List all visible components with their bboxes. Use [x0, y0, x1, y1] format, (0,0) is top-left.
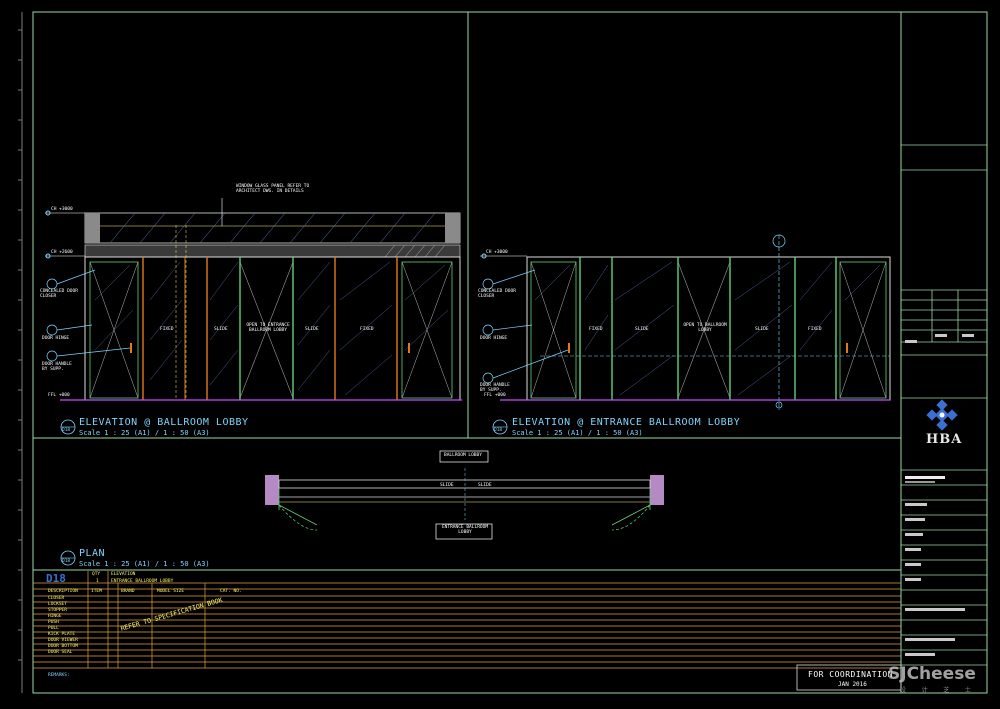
schedule-header-cat: CAT. NO.	[220, 589, 242, 594]
ballroom-panel-slide-left: SLIDE	[214, 327, 228, 332]
plan-tag: D18	[62, 559, 71, 564]
entrance-elevation-tag: D18	[494, 428, 503, 433]
schedule-row-closer: CLOSER	[48, 596, 65, 601]
schedule-header-brand: BRAND	[121, 589, 135, 594]
schedule-location: ENTRANCE BALLROOM LOBBY	[111, 579, 174, 584]
level-ch-3000-left: CH +3000	[51, 207, 73, 212]
schedule-qty: 1	[96, 579, 99, 584]
plan-title: PLAN	[79, 548, 106, 559]
schedule-qty-header: QTY	[92, 572, 101, 577]
schedule-tag: D18	[46, 572, 66, 585]
level-ch-2600-left: CH +2600	[51, 250, 73, 255]
callout-closer-right: CONCEALED DOOR CLOSER	[478, 289, 516, 299]
callout-hinge-right: DOOR HINGE	[480, 336, 508, 341]
callout-handle-left: DOOR HANDLE BY SUPP.	[42, 362, 72, 372]
coordination-stamp-box	[796, 664, 902, 691]
title-block-grid	[901, 144, 987, 666]
entrance-panel-slide-left: SLIDE	[635, 327, 649, 332]
level-ch-3000-right: CH +3000	[486, 250, 508, 255]
ballroom-panel-fixed-right: FIXED	[360, 327, 374, 332]
schedule-row-door-viewer: DOOR VIEWER	[48, 638, 78, 643]
level-ffl-right: FFL +000	[484, 393, 506, 398]
schedule-row-hinge: HINGE	[48, 614, 62, 619]
schedule-row-lockset: LOCKSET	[48, 602, 67, 607]
company-name: HBA	[926, 432, 963, 447]
schedule-row-kick-plate: KICK PLATE	[48, 632, 76, 637]
schedule-location-header: ELEVATION	[111, 572, 136, 577]
hba-logo-mark	[926, 399, 958, 431]
callout-closer-left: CONCEALED DOOR CLOSER	[40, 289, 78, 299]
level-ffl-left: FFL +000	[48, 393, 70, 398]
callout-handle-right: DOOR HANDLE BY SUPP.	[480, 383, 510, 393]
entrance-panel-fixed-left: FIXED	[589, 327, 603, 332]
schedule-row-push: PUSH	[48, 620, 59, 625]
plan-slide-right: SLIDE	[478, 483, 492, 488]
glass-panel-note: WINDOW GLASS PANEL REFER TO ARCHITECT DW…	[236, 184, 310, 194]
schedule-header-item: ITEM	[91, 589, 102, 594]
sheet-border	[32, 11, 988, 694]
entrance-panel-slide-right: SLIDE	[755, 327, 769, 332]
ballroom-elevation-drawing	[45, 198, 462, 401]
schedule-remarks: REMARKS:	[48, 673, 70, 678]
schedule-header-model: MODEL SIZE	[157, 589, 185, 594]
watermark-logo: SJCheese	[888, 664, 976, 684]
entrance-elevation-scale: Scale 1 : 25 (A1) / 1 : 50 (A3)	[512, 429, 643, 437]
entrance-panel-fixed-right: FIXED	[808, 327, 822, 332]
entrance-elevation-drawing	[480, 234, 891, 410]
plan-room-ballroom-lobby: BALLROOM LOBBY	[444, 453, 482, 458]
schedule-row-description: DESCRIPTION	[48, 589, 78, 594]
ballroom-panel-slide-right: SLIDE	[305, 327, 319, 332]
plan-drawing	[265, 450, 664, 540]
plan-slide-left: SLIDE	[440, 483, 454, 488]
left-ruler	[18, 12, 23, 693]
watermark-subtitle: 设 计 芝 士	[900, 687, 977, 694]
schedule-row-door-bottom: DOOR BOTTOM	[48, 644, 78, 649]
plan-scale: Scale 1 : 25 (A1) / 1 : 50 (A3)	[79, 560, 210, 568]
schedule-row-door-seal: DOOR SEAL	[48, 650, 73, 655]
hardware-schedule-table	[33, 571, 901, 669]
coordination-stamp: FOR COORDINATION	[808, 670, 894, 679]
callout-hinge-left: DOOR HINGE	[42, 336, 70, 341]
schedule-row-stopper: STOPPER	[48, 608, 67, 613]
entrance-panel-open: OPEN TO BALLROOM LOBBY	[683, 323, 727, 333]
ballroom-panel-fixed-left: FIXED	[160, 327, 174, 332]
ballroom-elevation-scale: Scale 1 : 25 (A1) / 1 : 50 (A3)	[79, 429, 210, 437]
coordination-date: JAN 2016	[838, 681, 867, 688]
ballroom-elevation-tag: D18	[62, 428, 71, 433]
entrance-elevation-title: ELEVATION @ ENTRANCE BALLROOM LOBBY	[512, 417, 741, 428]
schedule-row-pull: PULL	[48, 626, 59, 631]
plan-room-entrance-lobby: ENTRANCE BALLROOM LOBBY	[441, 525, 489, 535]
ballroom-panel-open: OPEN TO ENTRANCE BALLROOM LOBBY	[246, 323, 290, 333]
title-block-marks	[905, 334, 974, 656]
ballroom-elevation-title: ELEVATION @ BALLROOM LOBBY	[79, 417, 249, 428]
